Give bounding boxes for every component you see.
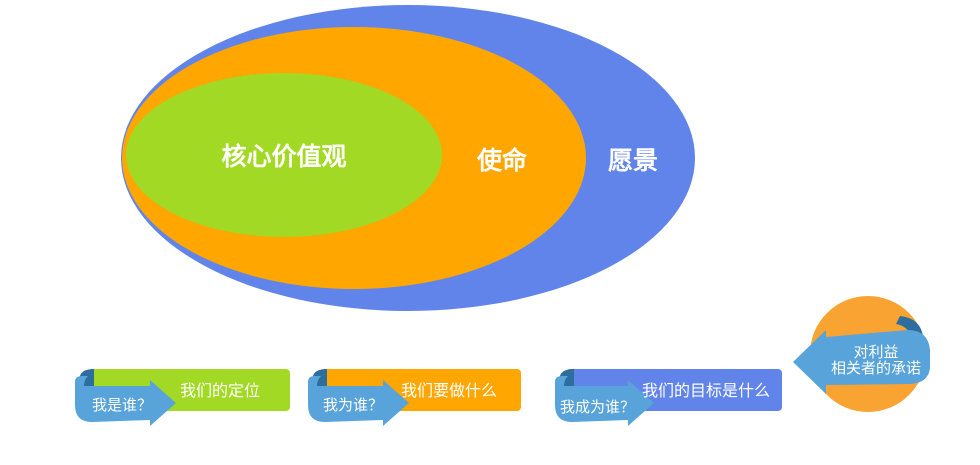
arrow-banner-icon bbox=[793, 330, 930, 394]
arrow-badge-icon bbox=[75, 376, 176, 426]
card-question: 我是谁？ bbox=[92, 396, 152, 414]
stakeholder-line-2: 相关者的承诺 bbox=[831, 359, 921, 377]
values-ellipse bbox=[126, 73, 442, 237]
arrow-badge-icon bbox=[308, 376, 409, 426]
card-answer: 我们的目标是什么 bbox=[642, 381, 770, 400]
mission-label: 使命 bbox=[476, 146, 528, 175]
arrow-badge-icon bbox=[555, 376, 654, 426]
card-answer: 我们的定位 bbox=[180, 381, 260, 400]
card-who-am-i: 我是谁？ 我们的定位 bbox=[75, 369, 290, 426]
vision-label: 愿景 bbox=[608, 146, 658, 175]
card-become-whom: 我成为谁？ 我们的目标是什么 bbox=[555, 369, 782, 426]
card-question: 我为谁？ bbox=[323, 396, 383, 414]
card-question: 我成为谁？ bbox=[560, 398, 635, 416]
stakeholder-commitment: 对利益 相关者的承诺 bbox=[793, 296, 930, 412]
card-for-whom: 我为谁？ 我们要做什么 bbox=[308, 369, 521, 426]
values-label: 核心价值观 bbox=[221, 142, 346, 171]
stakeholder-line-1: 对利益 bbox=[853, 343, 898, 361]
nested-ellipses: 愿景 使命 核心价值观 bbox=[121, 5, 695, 311]
card-answer: 我们要做什么 bbox=[401, 381, 497, 400]
